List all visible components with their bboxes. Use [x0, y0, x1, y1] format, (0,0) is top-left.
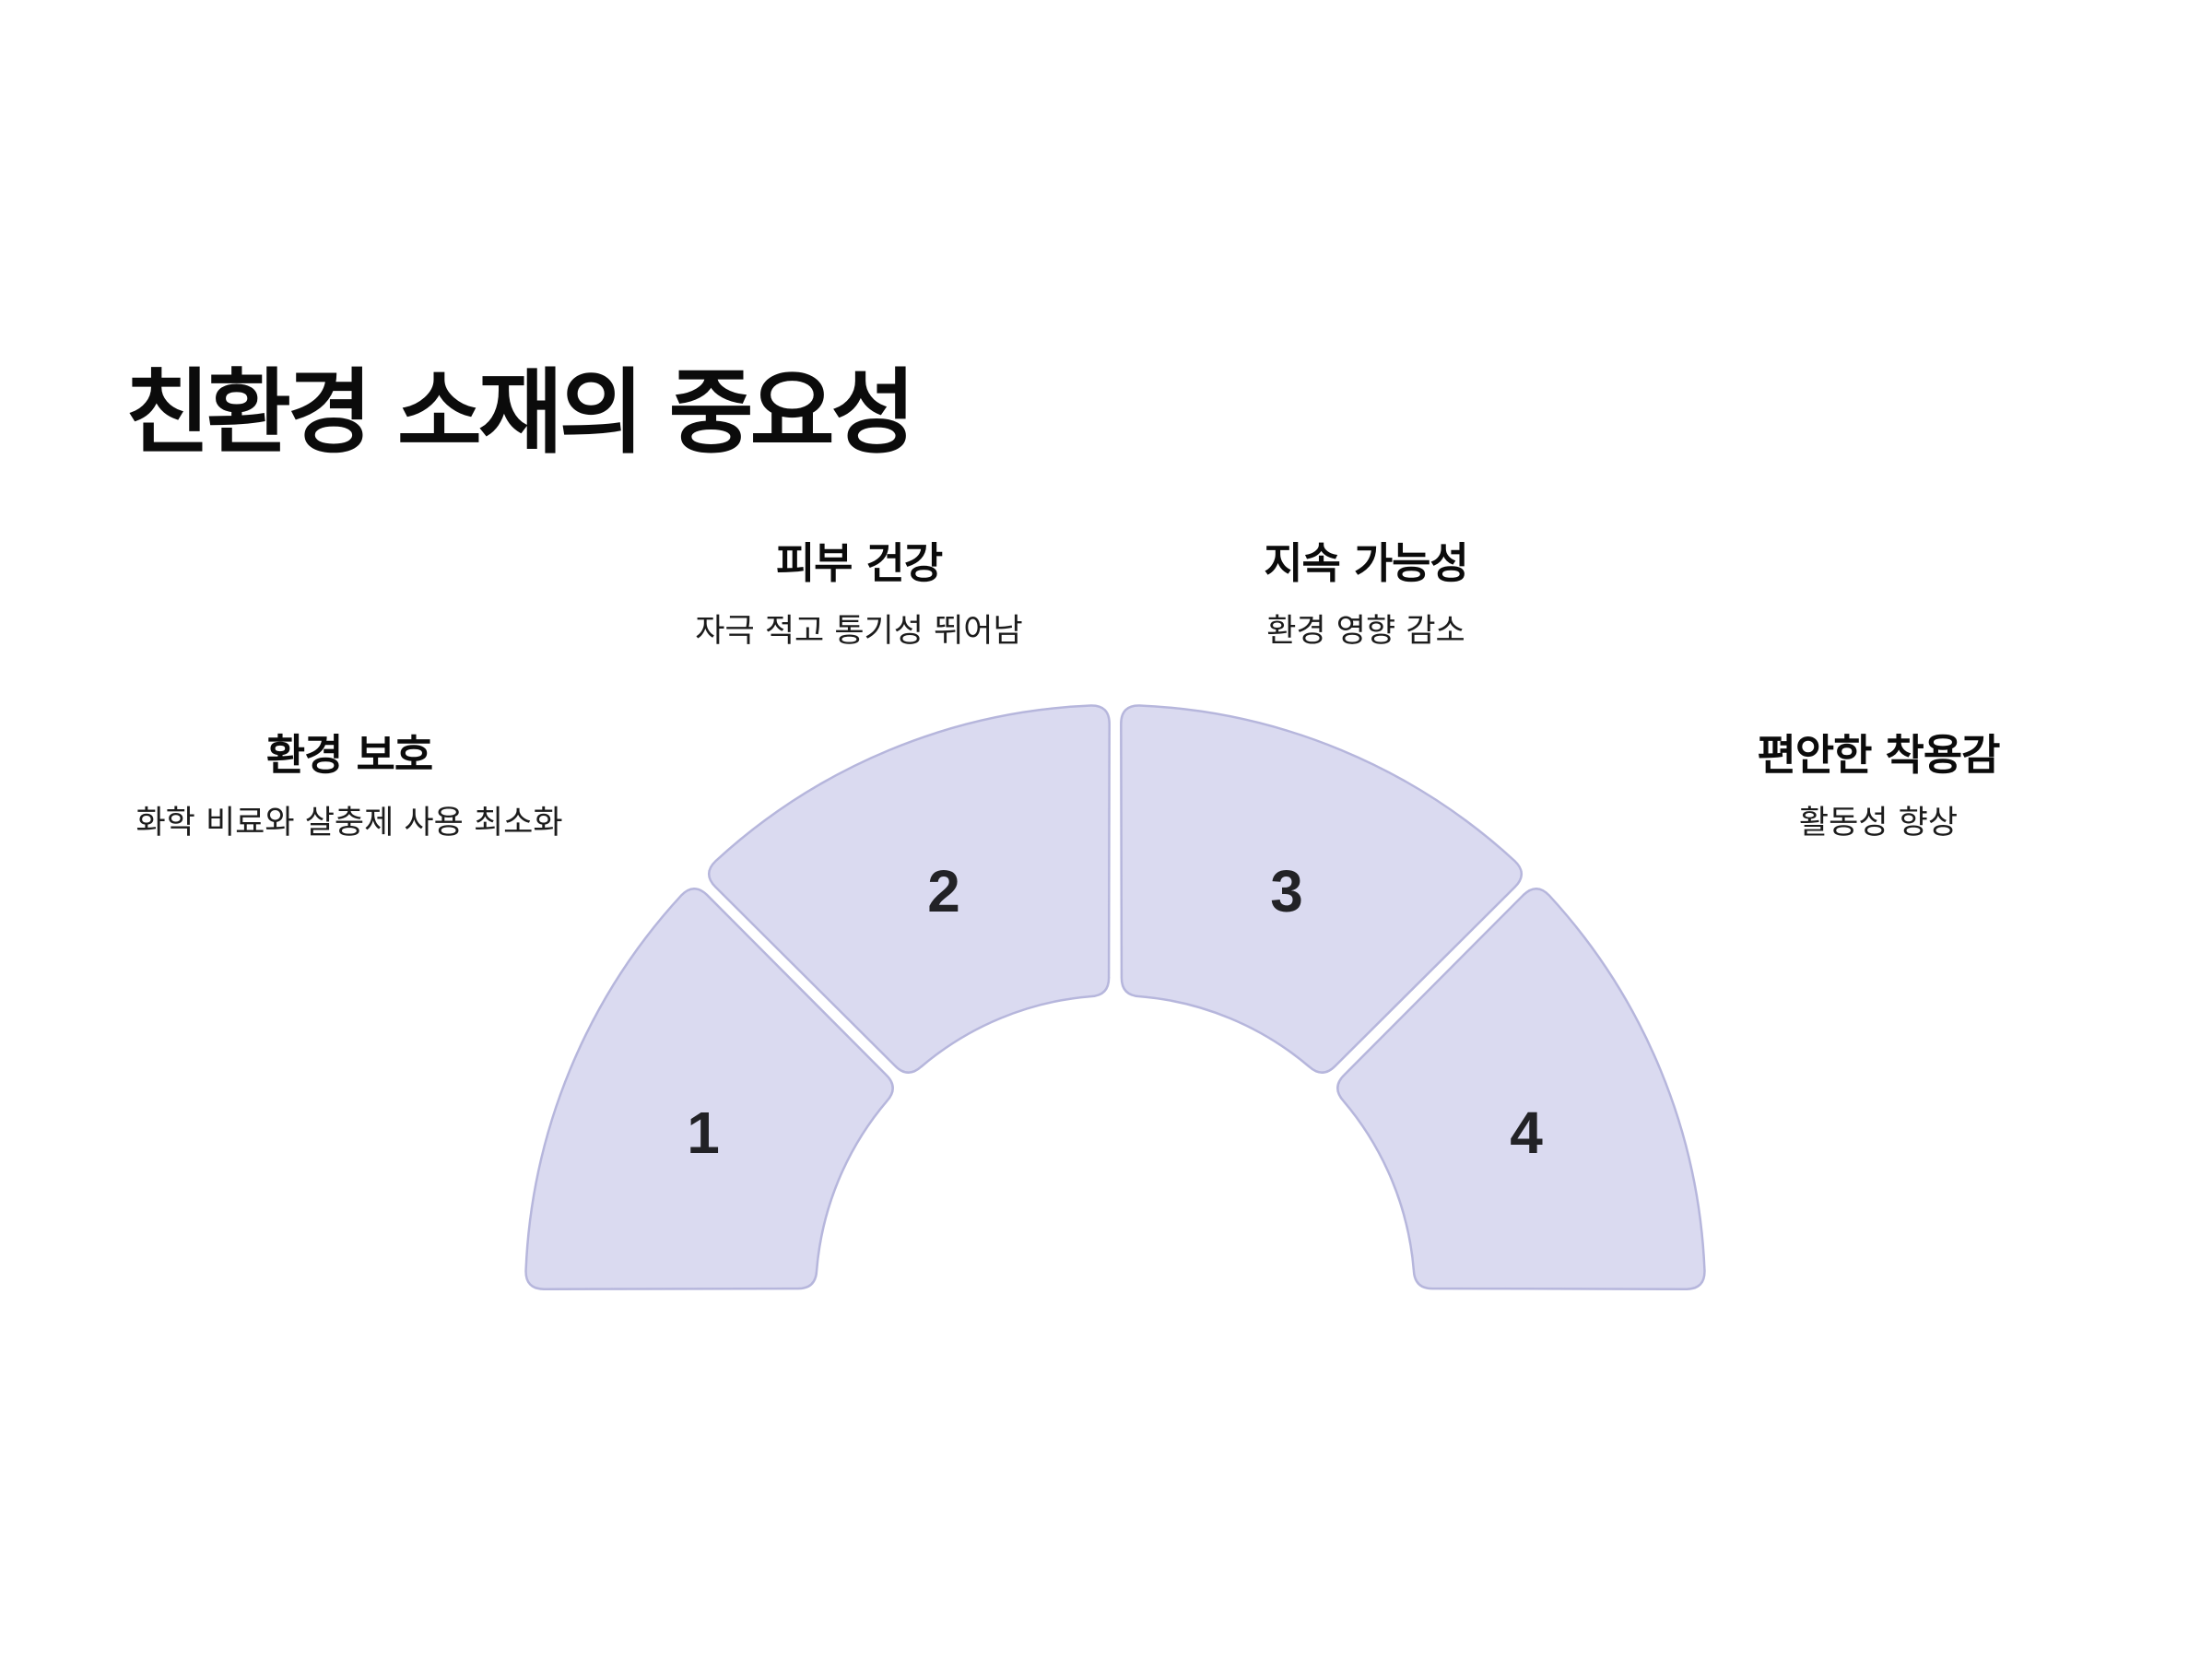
item-heading-4: 편안한 착용감 — [1757, 730, 2001, 780]
item-heading-1: 환경 보호 — [265, 730, 433, 780]
item-label-1: 환경 보호 화학 비료와 살충제 사용 최소화 — [27, 730, 672, 845]
item-description-3: 환경 영향 감소 — [1266, 613, 1465, 651]
item-description-1: 화학 비료와 살충제 사용 최소화 — [135, 805, 563, 842]
segment-shape-4 — [1336, 887, 1706, 1290]
item-label-2: 피부 건강 자극 적고 통기성 뛰어남 — [536, 538, 1182, 653]
segment-shape-2 — [707, 704, 1111, 1074]
item-heading-2: 피부 건강 — [775, 538, 943, 588]
item-label-3: 지속 가능성 환경 영향 감소 — [1043, 538, 1688, 653]
page-title: 친환경 소재의 중요성 — [125, 359, 916, 466]
item-description-4: 활동성 향상 — [1798, 805, 1959, 842]
segment-shape-3 — [1120, 704, 1524, 1074]
item-label-4: 편안한 착용감 활동성 향상 — [1556, 730, 2201, 845]
item-description-2: 자극 적고 통기성 뛰어남 — [695, 613, 1023, 651]
item-heading-3: 지속 가능성 — [1264, 538, 1469, 588]
segment-shape-1 — [524, 887, 894, 1290]
